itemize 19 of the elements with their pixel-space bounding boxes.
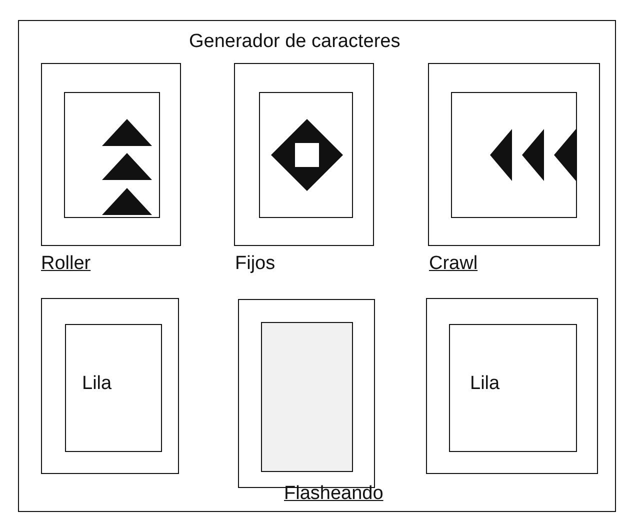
box-label: Roller (41, 253, 91, 275)
inner-square (261, 322, 353, 472)
title: Generador de caracteres (189, 31, 400, 53)
inner-square (451, 92, 577, 218)
box-label: Fijos (235, 253, 276, 275)
outer-square (41, 63, 181, 246)
box-label: Lila (470, 373, 500, 395)
outer-square (41, 298, 179, 474)
inner-square (259, 92, 353, 218)
outer-square (426, 298, 598, 474)
inner-square (449, 324, 577, 452)
box-label: Lila (82, 373, 112, 395)
outer-square (234, 63, 374, 246)
inner-square (65, 324, 162, 452)
box-label: Flasheando (284, 483, 384, 505)
inner-square (64, 92, 160, 218)
box-label: Crawl (429, 253, 478, 275)
outer-square (428, 63, 600, 246)
frame (18, 20, 616, 512)
